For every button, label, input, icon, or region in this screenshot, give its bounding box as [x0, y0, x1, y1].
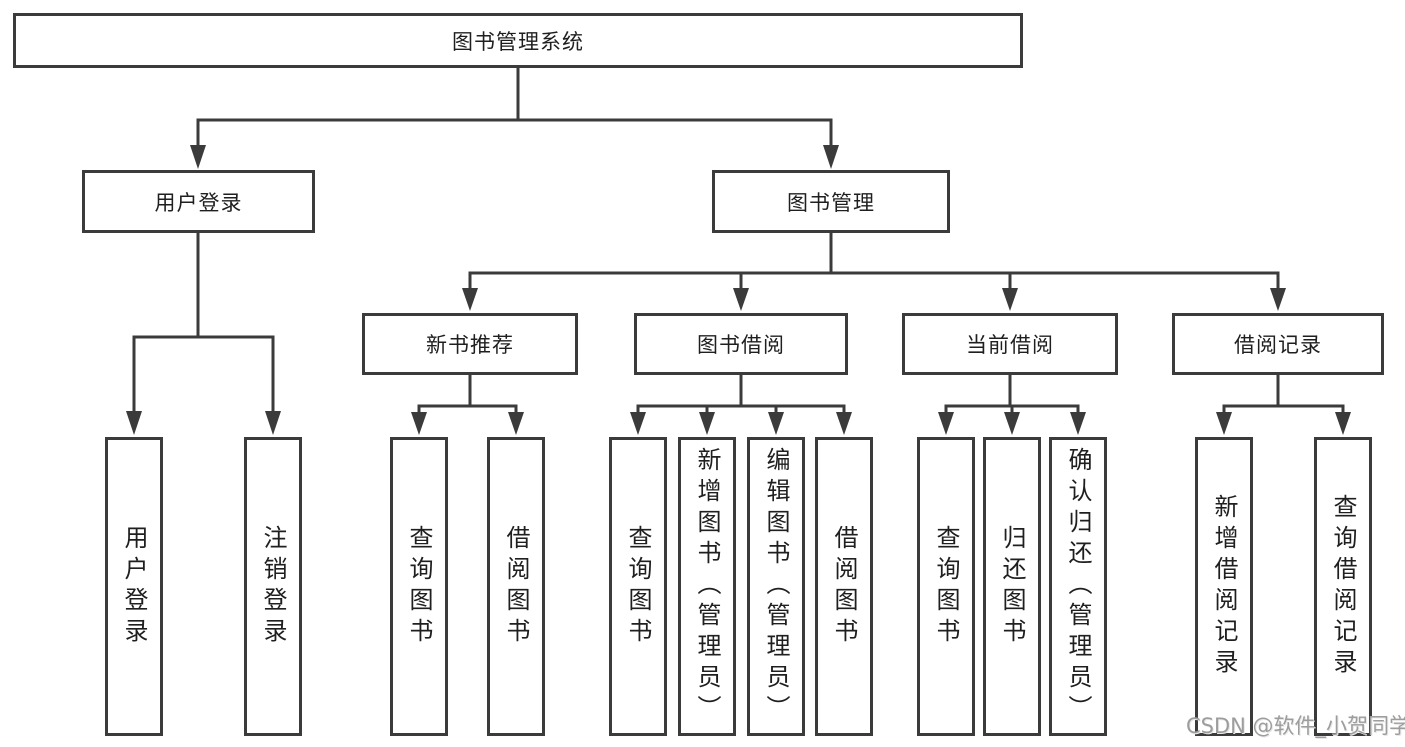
- leaf-user-login: 用户登录: [105, 437, 163, 736]
- node-book-management-label: 图书管理: [787, 190, 875, 215]
- leaf-borrowing-query-books-label: 查询图书: [624, 524, 652, 649]
- leaf-borrowing-borrow-books-label: 借阅图书: [830, 524, 858, 649]
- node-new-book-recommendation: 新书推荐: [362, 313, 578, 375]
- leaf-user-login-label: 用户登录: [120, 524, 148, 649]
- leaf-newbook-borrow-books: 借阅图书: [487, 437, 545, 736]
- leaf-current-query-books-label: 查询图书: [932, 524, 960, 649]
- leaf-records-query-record: 查询借阅记录: [1314, 437, 1372, 736]
- connector-book-management-to-level3: [462, 233, 1286, 311]
- node-root: 图书管理系统: [13, 13, 1023, 68]
- node-book-borrowing: 图书借阅: [634, 313, 848, 375]
- leaf-borrowing-borrow-books: 借阅图书: [815, 437, 873, 736]
- node-root-label: 图书管理系统: [452, 29, 584, 54]
- node-user-login: 用户登录: [82, 170, 315, 233]
- leaf-current-return-books-label: 归还图书: [998, 524, 1026, 649]
- leaf-records-query-record-label: 查询借阅记录: [1329, 493, 1357, 680]
- leaf-newbook-query-books-label: 查询图书: [405, 524, 433, 649]
- node-book-borrowing-label: 图书借阅: [697, 333, 785, 357]
- node-current-borrowing-label: 当前借阅: [966, 333, 1054, 357]
- leaf-borrowing-add-books-admin-label: 新增图书（管理员）: [693, 447, 721, 726]
- node-current-borrowing: 当前借阅: [902, 313, 1118, 375]
- leaf-newbook-query-books: 查询图书: [390, 437, 448, 736]
- leaf-logout: 注销登录: [244, 437, 302, 736]
- node-borrowing-records-label: 借阅记录: [1234, 333, 1322, 357]
- connector-root-to-level2: [190, 68, 839, 169]
- connector-book-borrowing-to-children: [630, 375, 852, 435]
- leaf-current-confirm-return-admin: 确认归还（管理员）: [1049, 437, 1107, 736]
- leaf-records-add-record: 新增借阅记录: [1195, 437, 1253, 736]
- node-user-login-label: 用户登录: [154, 190, 243, 215]
- connector-current-borrowing-to-children: [938, 375, 1086, 435]
- leaf-borrowing-edit-books-admin: 编辑图书（管理员）: [747, 437, 805, 736]
- node-borrowing-records: 借阅记录: [1172, 313, 1384, 375]
- node-book-management: 图书管理: [712, 170, 950, 233]
- leaf-newbook-borrow-books-label: 借阅图书: [502, 524, 530, 649]
- leaf-current-return-books: 归还图书: [983, 437, 1041, 736]
- leaf-borrowing-query-books: 查询图书: [609, 437, 667, 736]
- leaf-current-query-books: 查询图书: [917, 437, 975, 736]
- leaf-logout-label: 注销登录: [259, 524, 287, 649]
- csdn-watermark: CSDN @软件_小贺同学: [1186, 714, 1405, 738]
- leaf-borrowing-edit-books-admin-label: 编辑图书（管理员）: [762, 447, 790, 726]
- leaf-current-confirm-return-admin-label: 确认归还（管理员）: [1064, 447, 1092, 726]
- leaf-records-add-record-label: 新增借阅记录: [1210, 493, 1238, 680]
- connector-new-book-to-children: [411, 375, 524, 435]
- connector-borrowing-records-to-children: [1216, 375, 1351, 435]
- connector-user-login-to-children: [126, 233, 281, 435]
- node-new-book-recommendation-label: 新书推荐: [426, 333, 514, 357]
- leaf-borrowing-add-books-admin: 新增图书（管理员）: [678, 437, 736, 736]
